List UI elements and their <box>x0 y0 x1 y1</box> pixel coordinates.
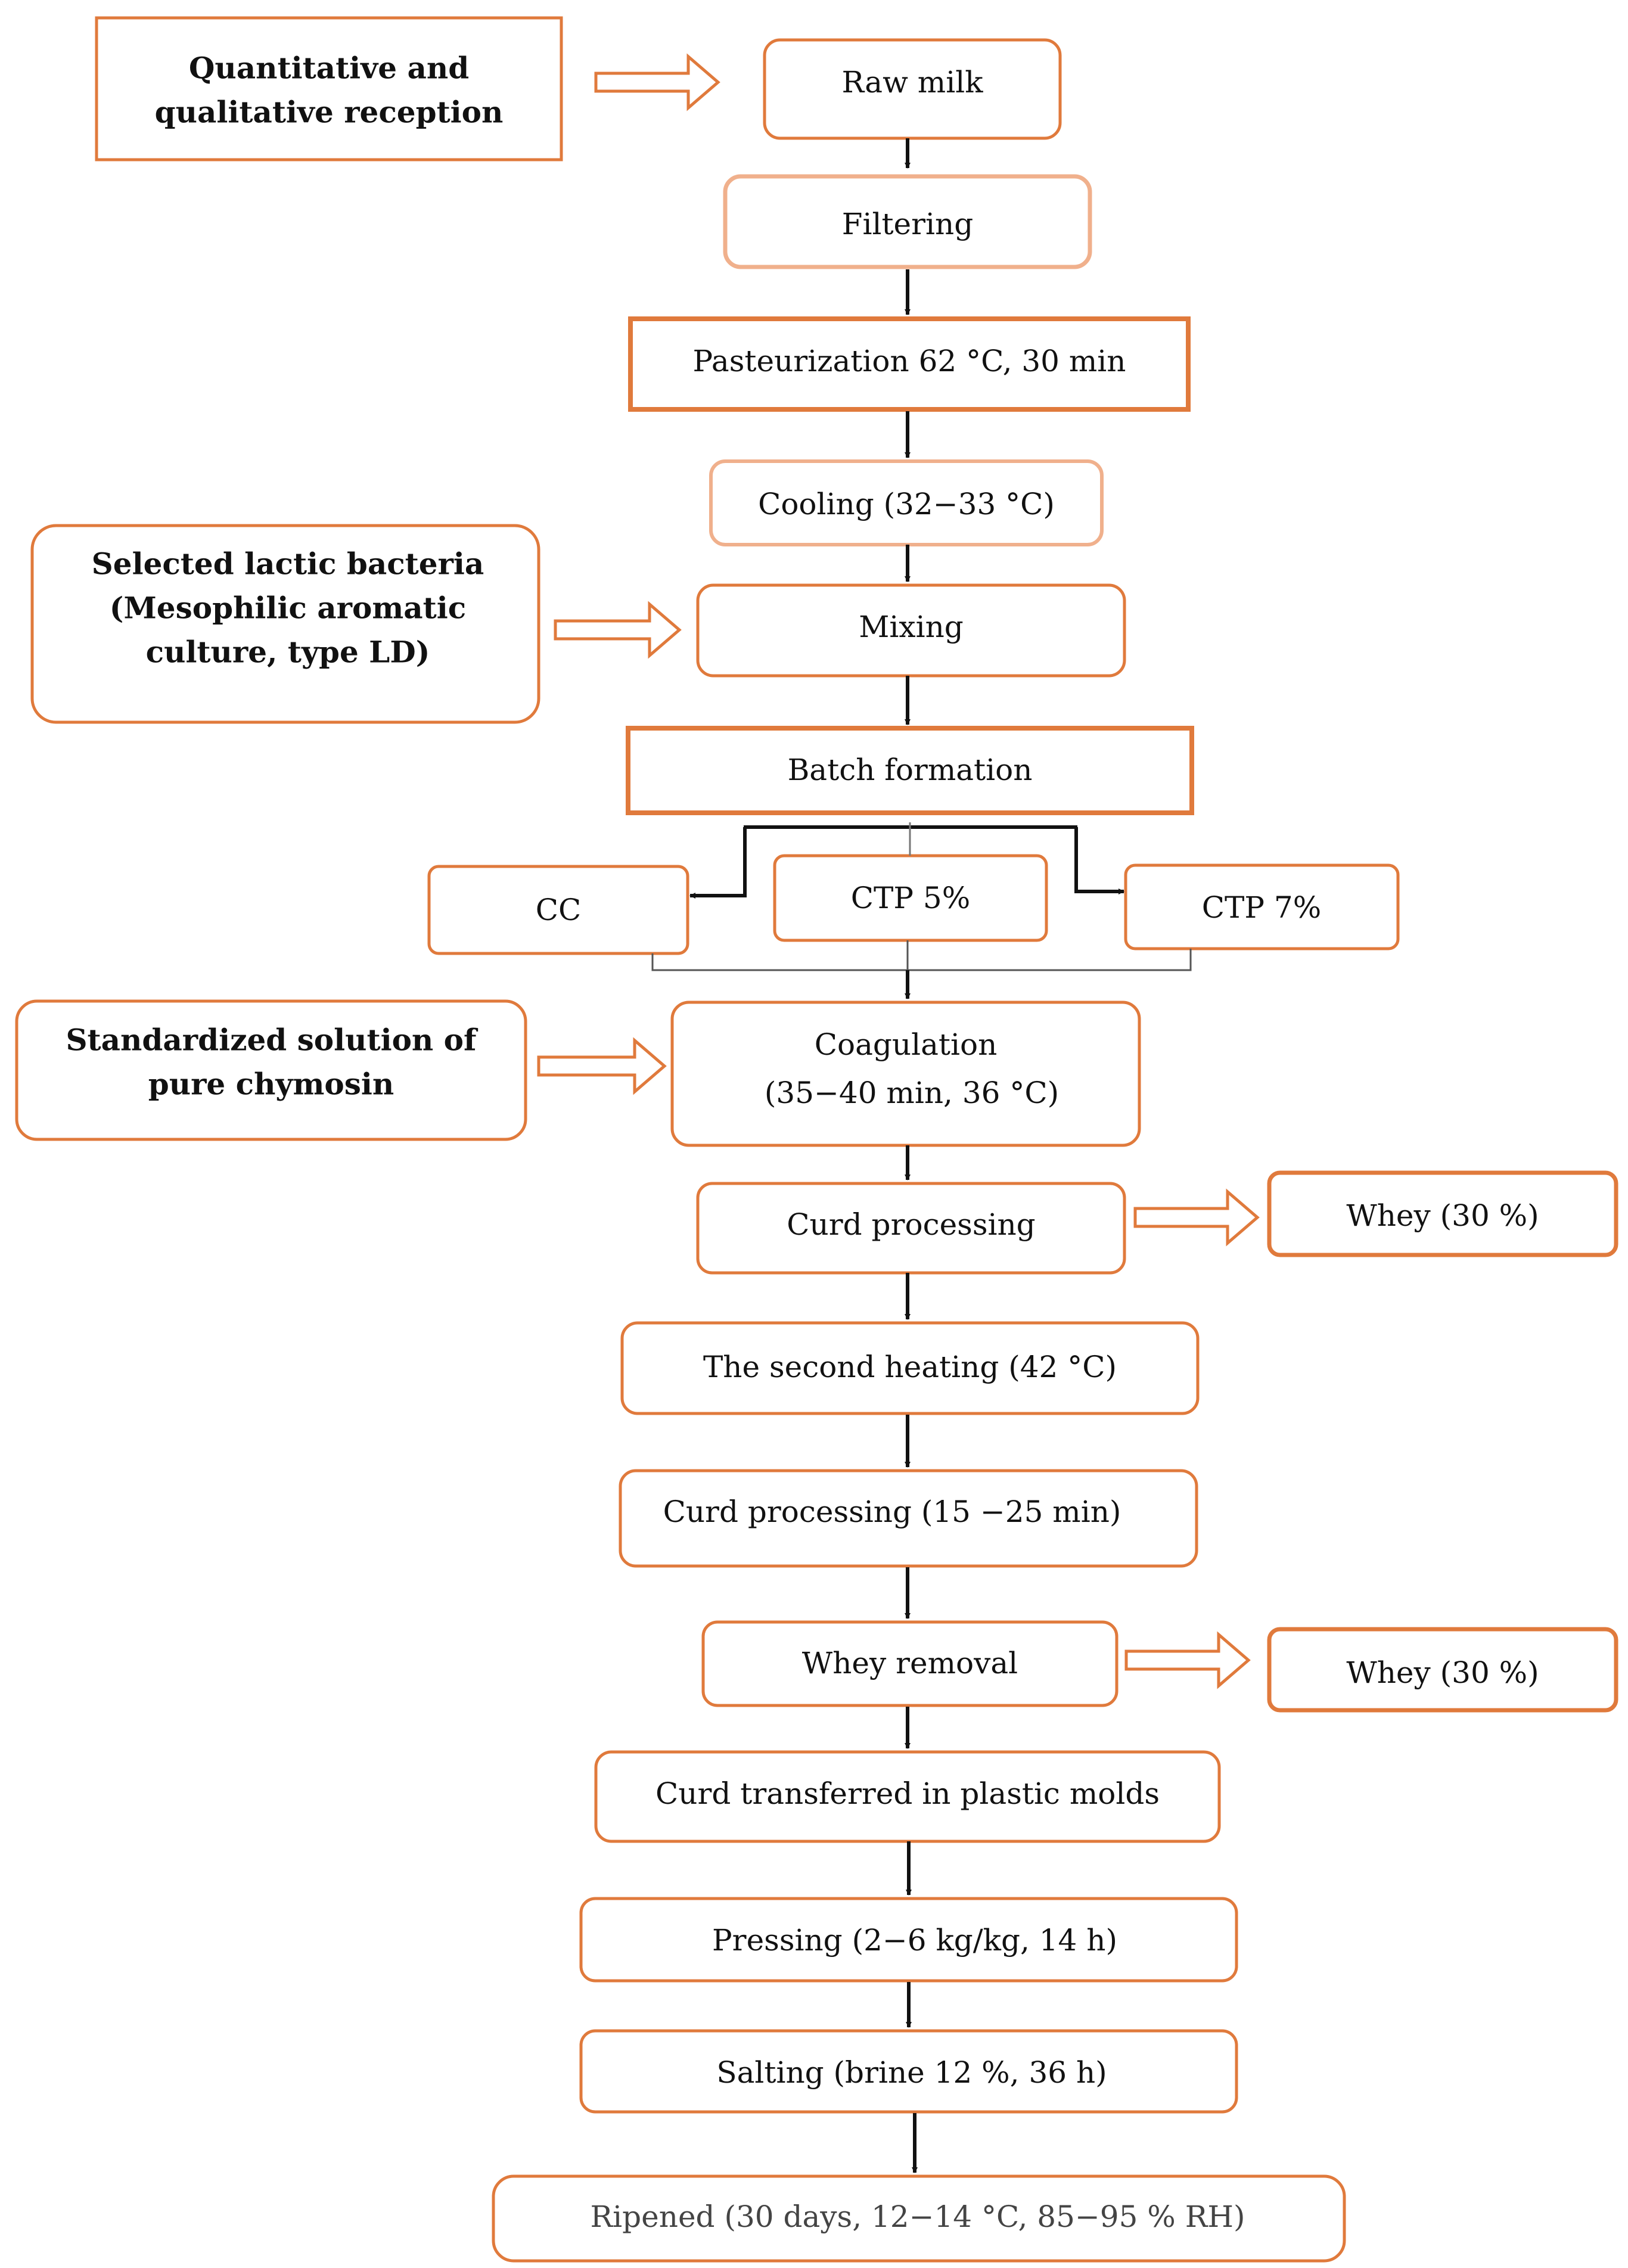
coagulation-label-1: Coagulation <box>815 1027 998 1062</box>
whey-arrow-1 <box>1133 1188 1260 1247</box>
bacteria-label-1: Selected lactic bacteria <box>92 546 484 582</box>
bacteria-arrow <box>554 601 682 659</box>
cooling-node: Cooling (32−33 °C) <box>709 459 1104 546</box>
whey-label-1: Whey (30 %) <box>1346 1198 1539 1233</box>
curd-processing-node: Curd processing <box>696 1182 1126 1275</box>
whey-label-2: Whey (30 %) <box>1346 1655 1539 1690</box>
pressing-label: Pressing (2−6 kg/kg, 14 h) <box>712 1923 1117 1958</box>
bacteria-node: Selected lactic bacteria (Mesophilic aro… <box>30 524 540 724</box>
curd-processing-label: Curd processing <box>787 1207 1035 1242</box>
cc-label: CC <box>536 893 582 927</box>
whey-removal-node: Whey removal <box>701 1620 1119 1707</box>
chymosin-label-2: pure chymosin <box>148 1067 394 1102</box>
reception-node: Quantitative and qualitative reception <box>95 16 563 161</box>
bacteria-label-3: culture, type LD) <box>146 635 430 670</box>
pasteurization-label: Pasteurization 62 °C, 30 min <box>693 344 1126 378</box>
ripened-node: Ripened (30 days, 12−14 °C, 85−95 % RH) <box>492 2174 1346 2263</box>
raw-milk-node: Raw milk <box>763 38 1062 140</box>
ctp5-node: CTP 5% <box>773 854 1048 942</box>
whey-node-2: Whey (30 %) <box>1267 1627 1618 1713</box>
reception-arrow <box>594 53 720 111</box>
molds-label: Curd transferred in plastic molds <box>655 1776 1160 1811</box>
molds-node: Curd transferred in plastic molds <box>594 1750 1221 1843</box>
chymosin-label-1: Standardized solution of <box>66 1023 479 1058</box>
curd-processing-2-label: Curd processing (15 −25 min) <box>663 1495 1121 1529</box>
branch-arrow-cc <box>689 827 747 899</box>
flow-arrows <box>905 138 918 2173</box>
pressing-node: Pressing (2−6 kg/kg, 14 h) <box>579 1897 1238 1983</box>
whey-removal-label: Whey removal <box>802 1646 1018 1680</box>
raw-milk-label: Raw milk <box>842 65 984 100</box>
merge-line <box>651 949 1192 971</box>
batch-label: Batch formation <box>788 753 1033 787</box>
ctp7-node: CTP 7% <box>1124 863 1400 950</box>
batch-node: Batch formation <box>626 726 1194 815</box>
whey-arrow-2 <box>1124 1631 1251 1689</box>
ctp5-label: CTP 5% <box>851 881 970 915</box>
pasteurization-node: Pasteurization 62 °C, 30 min <box>628 316 1191 412</box>
ctp7-label: CTP 7% <box>1202 890 1321 925</box>
reception-label: Quantitative and <box>189 51 469 86</box>
salting-label: Salting (brine 12 %, 36 h) <box>716 2055 1107 2090</box>
cc-node: CC <box>427 865 689 955</box>
second-heating-label: The second heating (42 °C) <box>703 1350 1117 1384</box>
chymosin-node: Standardized solution of pure chymosin <box>15 999 527 1141</box>
coagulation-node: Coagulation (35−40 min, 36 °C) <box>670 1001 1141 1147</box>
whey-node-1: Whey (30 %) <box>1267 1170 1618 1257</box>
mixing-node: Mixing <box>696 583 1126 678</box>
mixing-label: Mixing <box>859 610 964 644</box>
merge-connectors <box>651 940 1192 971</box>
ripened-label: Ripened (30 days, 12−14 °C, 85−95 % RH) <box>591 2199 1245 2234</box>
filtering-label: Filtering <box>842 207 973 241</box>
chymosin-arrow <box>537 1037 667 1095</box>
branch-arrow-ctp7 <box>1074 827 1124 894</box>
second-heating-node: The second heating (42 °C) <box>620 1321 1200 1415</box>
coagulation-label-2: (35−40 min, 36 °C) <box>765 1076 1059 1110</box>
salting-node: Salting (brine 12 %, 36 h) <box>579 2029 1238 2114</box>
cooling-label: Cooling (32−33 °C) <box>758 487 1055 521</box>
reception-label-2: qualitative reception <box>155 95 504 130</box>
bacteria-label-2: (Mesophilic aromatic <box>110 591 466 626</box>
filtering-node: Filtering <box>723 174 1092 269</box>
curd-processing-2-node: Curd processing (15 −25 min) <box>619 1469 1198 1568</box>
